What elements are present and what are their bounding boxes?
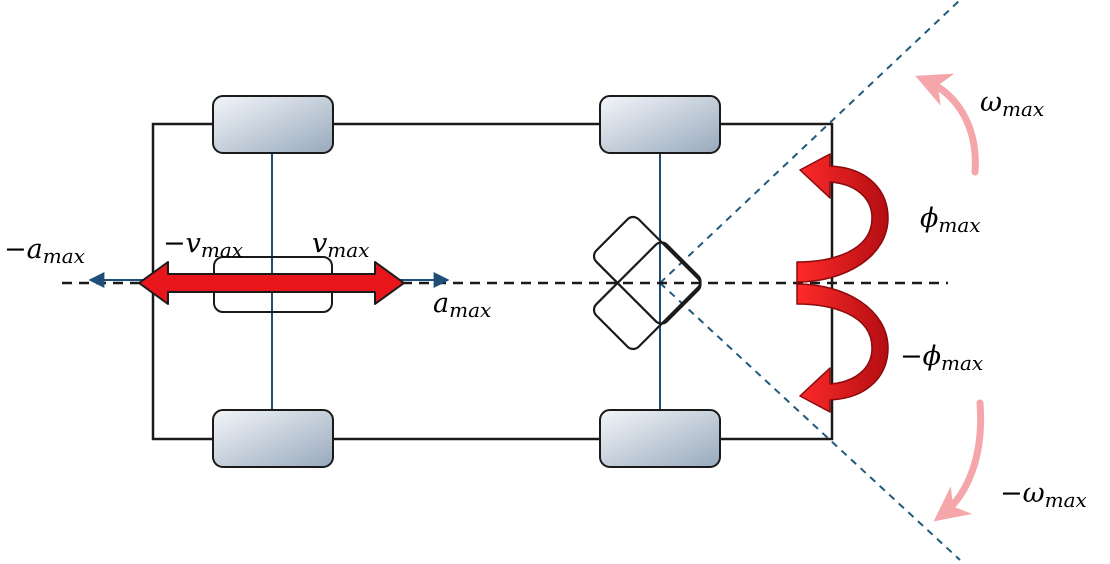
steering-rate-arrow-upper xyxy=(915,73,979,176)
label-a-max: amax xyxy=(433,288,492,322)
steered-wheel-right-turn xyxy=(592,215,702,325)
wheel-front-bottom xyxy=(599,409,721,468)
steer-limit-line-upper xyxy=(659,0,961,284)
steering-limit-arrow-upper xyxy=(796,153,889,283)
label-neg-phi-max: −ϕmax xyxy=(900,341,984,375)
steering-limit-arrow-lower xyxy=(796,283,889,413)
steered-wheel-left-turn xyxy=(592,241,702,351)
label-omega-max: ωmax xyxy=(980,87,1045,121)
label-neg-omega-max: −ωmax xyxy=(1000,478,1087,512)
label-neg-a-max: −amax xyxy=(4,234,85,268)
wheel-front-top xyxy=(599,95,721,154)
label-phi-max: ϕmax xyxy=(920,203,981,237)
label-neg-v-max: −vmax xyxy=(163,228,244,262)
steer-limit-line-lower xyxy=(659,282,961,561)
velocity-limit-arrow xyxy=(138,261,405,305)
steering-rate-arrow-lower xyxy=(933,399,985,522)
wheel-rear-bottom xyxy=(212,409,334,468)
label-v-max: vmax xyxy=(312,228,370,262)
wheel-rear-top xyxy=(212,95,334,154)
